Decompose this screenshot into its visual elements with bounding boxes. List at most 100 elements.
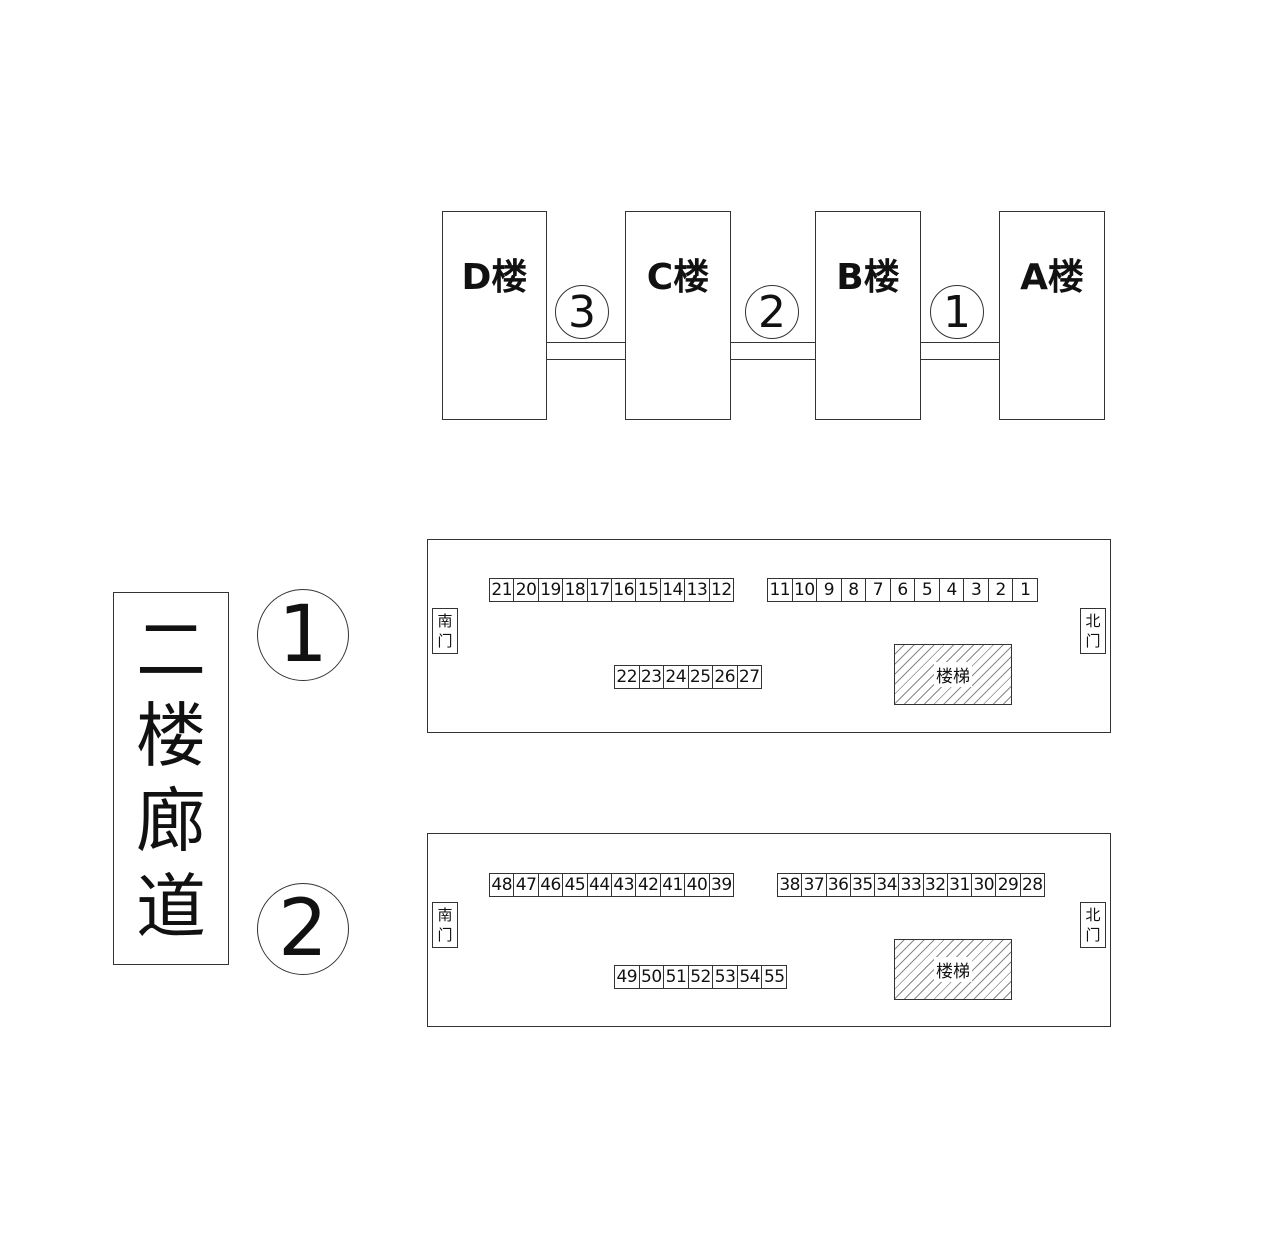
stall: 14 <box>661 579 686 601</box>
north-door: 北 门 <box>1080 902 1106 948</box>
stall-row-left: 21 20 19 18 17 16 15 14 13 12 <box>489 578 734 602</box>
north-door-char: 门 <box>1085 926 1101 944</box>
stall: 25 <box>689 666 713 688</box>
stall: 5 <box>915 579 940 601</box>
stall: 18 <box>563 579 588 601</box>
north-door: 北 门 <box>1080 608 1106 654</box>
stall: 26 <box>713 666 738 688</box>
stairs-label: 楼梯 <box>934 957 972 982</box>
stall: 55 <box>763 967 785 987</box>
stall: 42 <box>636 874 661 896</box>
stall: 12 <box>711 580 732 600</box>
stall: 22 <box>615 666 640 688</box>
stall: 45 <box>563 874 588 896</box>
stall: 30 <box>972 874 997 896</box>
bridge-1-marker: 1 <box>930 285 984 339</box>
bridge-3-marker: 3 <box>555 285 609 339</box>
corridor-1-plan: 南 门 北 门 21 20 19 18 17 16 15 14 13 12 11… <box>427 539 1111 733</box>
stall-row-right: 11 10 9 8 7 6 5 4 3 2 1 <box>767 578 1038 602</box>
building-c: C楼 <box>625 211 731 420</box>
stall: 13 <box>685 579 710 601</box>
stall: 41 <box>661 874 686 896</box>
stall: 20 <box>514 579 539 601</box>
stall: 8 <box>842 579 867 601</box>
south-door-char: 南 <box>437 906 453 924</box>
corridor-2-marker: 2 <box>257 883 349 975</box>
bridge-1 <box>921 342 999 360</box>
stall: 50 <box>640 966 665 988</box>
stall: 32 <box>924 874 948 896</box>
side-title: 二 楼 廊 道 <box>113 592 229 965</box>
stall: 21 <box>490 579 515 601</box>
stall: 34 <box>875 874 900 896</box>
building-b-label: B楼 <box>836 257 900 298</box>
stall: 17 <box>588 579 613 601</box>
south-door-char: 南 <box>437 612 453 630</box>
stall: 39 <box>711 875 732 895</box>
stall: 7 <box>866 579 891 601</box>
stall: 38 <box>778 874 803 896</box>
stall: 3 <box>964 579 989 601</box>
stall: 46 <box>539 874 564 896</box>
side-title-char: 廊 <box>136 780 206 863</box>
stall: 47 <box>514 874 539 896</box>
stall-row-bottom: 49 50 51 52 53 54 55 <box>614 965 787 989</box>
stall: 15 <box>636 579 661 601</box>
stall: 4 <box>940 579 965 601</box>
bridge-3 <box>547 342 625 360</box>
stall-row-right: 38 37 36 35 34 33 32 31 30 29 28 <box>777 873 1045 897</box>
stairs-label: 楼梯 <box>934 662 972 687</box>
stall: 19 <box>539 579 564 601</box>
stall: 48 <box>490 874 515 896</box>
north-door-char: 北 <box>1085 906 1101 924</box>
south-door: 南 门 <box>432 608 458 654</box>
stall: 49 <box>615 966 640 988</box>
north-door-char: 门 <box>1085 632 1101 650</box>
stall: 11 <box>768 579 793 601</box>
stall: 2 <box>989 579 1014 601</box>
building-a: A楼 <box>999 211 1105 420</box>
stall: 31 <box>948 874 973 896</box>
stall: 43 <box>612 874 637 896</box>
stall: 9 <box>817 579 842 601</box>
building-b: B楼 <box>815 211 921 420</box>
stairs: 楼梯 <box>894 939 1012 1000</box>
stairs: 楼梯 <box>894 644 1012 705</box>
building-c-label: C楼 <box>646 257 710 298</box>
side-title-char: 道 <box>136 866 206 949</box>
side-title-char: 楼 <box>136 694 206 777</box>
stall: 1 <box>1020 580 1031 600</box>
stall: 54 <box>738 966 763 988</box>
stall: 40 <box>685 874 710 896</box>
stall: 29 <box>996 874 1021 896</box>
stall: 37 <box>802 874 827 896</box>
south-door: 南 门 <box>432 902 458 948</box>
stall: 36 <box>827 874 851 896</box>
corridor-2-plan: 南 门 北 门 48 47 46 45 44 43 42 41 40 39 38… <box>427 833 1111 1027</box>
stall-row-bottom: 22 23 24 25 26 27 <box>614 665 762 689</box>
south-door-char: 门 <box>437 926 453 944</box>
stall: 35 <box>851 874 876 896</box>
stall: 44 <box>588 874 613 896</box>
stall: 33 <box>899 874 924 896</box>
stall: 53 <box>713 966 738 988</box>
stall: 10 <box>793 579 818 601</box>
north-door-char: 北 <box>1085 612 1101 630</box>
stall: 6 <box>891 579 916 601</box>
stall: 24 <box>664 666 689 688</box>
building-d-label: D楼 <box>461 257 528 298</box>
stall: 23 <box>640 666 664 688</box>
building-d: D楼 <box>442 211 547 420</box>
stall: 28 <box>1021 875 1043 895</box>
stall: 16 <box>612 579 637 601</box>
stall-row-left: 48 47 46 45 44 43 42 41 40 39 <box>489 873 734 897</box>
corridor-1-marker: 1 <box>257 589 349 681</box>
bridge-2 <box>731 342 815 360</box>
stall: 51 <box>664 966 689 988</box>
bridge-2-marker: 2 <box>745 285 799 339</box>
stall: 52 <box>689 966 714 988</box>
south-door-char: 门 <box>437 632 453 650</box>
stall: 27 <box>738 667 760 687</box>
side-title-char: 二 <box>136 608 206 691</box>
building-a-label: A楼 <box>1020 257 1084 298</box>
